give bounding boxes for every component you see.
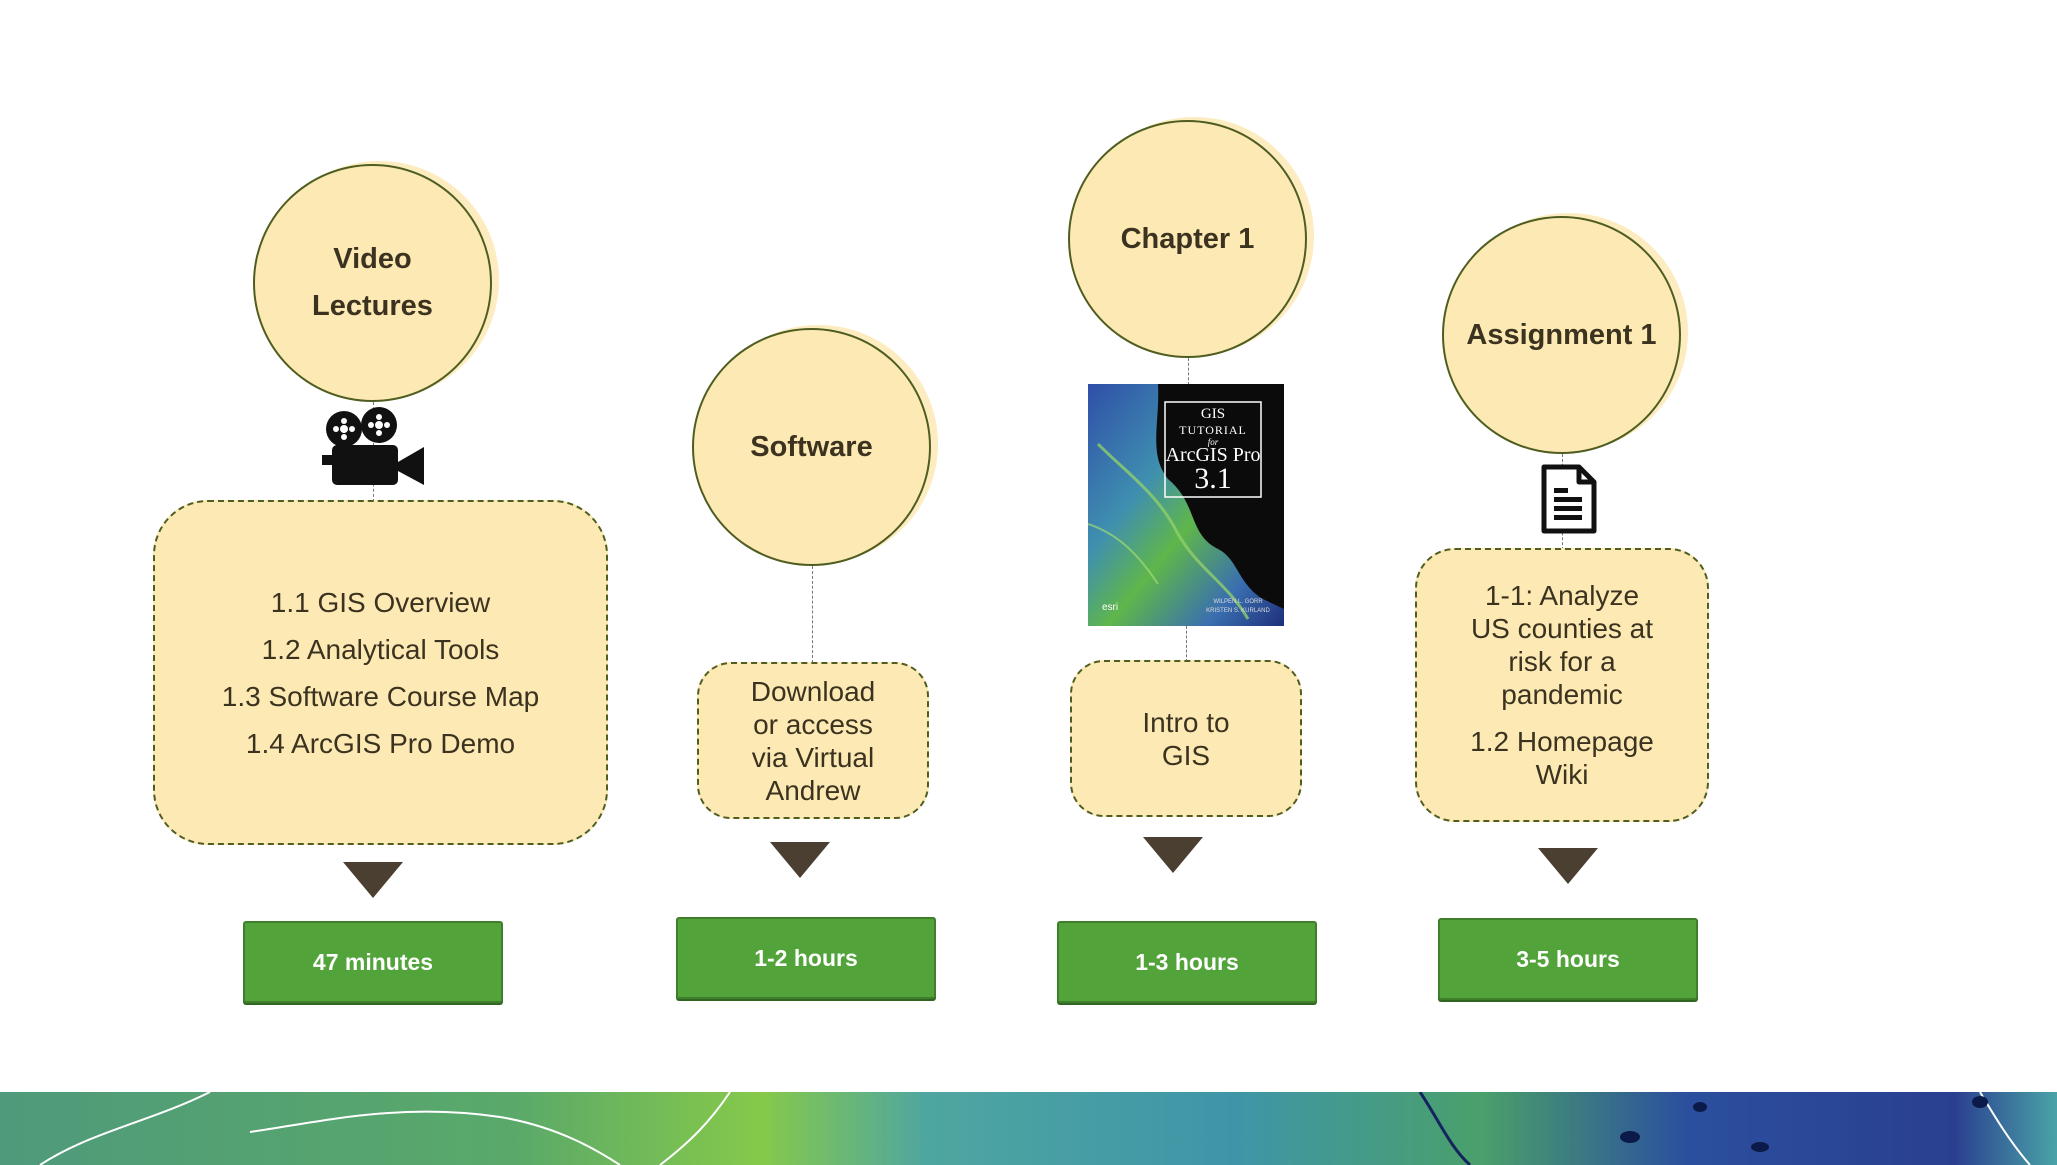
film-camera-icon: [322, 407, 424, 485]
assignment-line: 1-1: Analyze: [1484, 580, 1640, 611]
video-item: 1.3 Software Course Map: [221, 680, 540, 712]
connector-chapter-bottom: [1186, 626, 1187, 662]
book-line2: TUTORIAL: [1179, 423, 1247, 437]
book-author-2: KRISTEN S. KURLAND: [1206, 608, 1270, 614]
chapter-1-title: Chapter 1: [1120, 222, 1255, 255]
video-item: 1.4 ArcGIS Pro Demo: [245, 727, 516, 759]
arrow-assignment: [1538, 848, 1598, 884]
arrow-software: [770, 842, 830, 878]
chapter-1-node: Chapter 1: [1068, 120, 1307, 358]
software-node: Software: [692, 328, 931, 566]
assignment-line: pandemic: [1501, 679, 1623, 710]
chapter-line: Intro to: [1142, 706, 1230, 738]
assignment-line: Wiki: [1535, 759, 1589, 790]
software-line: Download: [750, 675, 876, 707]
software-line: or access: [753, 708, 873, 740]
arrow-chapter: [1143, 837, 1203, 873]
document-icon: [1541, 464, 1597, 534]
textbook-cover: GIS TUTORIAL for ArcGIS Pro 3.1 esri WIL…: [1088, 384, 1284, 626]
software-title: Software: [750, 430, 873, 463]
video-lectures-title-line2: Lectures: [312, 290, 433, 322]
book-publisher: esri: [1102, 602, 1119, 613]
book-author-1: WILPEN L. GORR: [1213, 599, 1263, 605]
video-lectures-box: 1.1 GIS Overview 1.2 Analytical Tools 1.…: [153, 500, 608, 845]
duration-badge-software: 1-2 hours: [676, 917, 936, 999]
software-line: Andrew: [765, 774, 861, 806]
arrow-video: [343, 862, 403, 898]
software-box: Download or access via Virtual Andrew: [697, 662, 929, 819]
assignment-1-node: Assignment 1: [1442, 216, 1681, 454]
video-lectures-title-line1: Video: [333, 243, 412, 275]
book-line1: GIS: [1200, 406, 1226, 422]
book-line4: ArcGIS Pro: [1165, 444, 1261, 466]
video-lectures-node: Video Lectures: [253, 164, 492, 402]
chapter-line: GIS: [1161, 739, 1211, 771]
book-version: 3.1: [1194, 462, 1232, 495]
assignment-1-title: Assignment 1: [1466, 318, 1657, 351]
textbook-cover-art: [1088, 384, 1284, 626]
chapter-1-box: Intro to GIS: [1070, 660, 1302, 817]
assignment-line: risk for a: [1508, 646, 1616, 677]
assignment-line: 1.2 Homepage: [1470, 726, 1654, 757]
video-item: 1.1 GIS Overview: [270, 586, 491, 618]
duration-badge-video: 47 minutes: [243, 921, 503, 1003]
assignment-line: US counties at: [1470, 613, 1654, 644]
software-line: via Virtual: [751, 741, 875, 773]
connector-chapter-top: [1188, 358, 1189, 385]
assignment-1-box: 1-1: Analyze US counties at risk for a p…: [1415, 548, 1709, 822]
duration-badge-chapter: 1-3 hours: [1057, 921, 1317, 1003]
book-line3: for: [1207, 437, 1219, 447]
connector-software: [812, 566, 813, 663]
duration-badge-assignment: 3-5 hours: [1438, 918, 1698, 1000]
video-item: 1.2 Analytical Tools: [261, 633, 500, 665]
terrain-strip-image: [0, 1092, 2057, 1165]
